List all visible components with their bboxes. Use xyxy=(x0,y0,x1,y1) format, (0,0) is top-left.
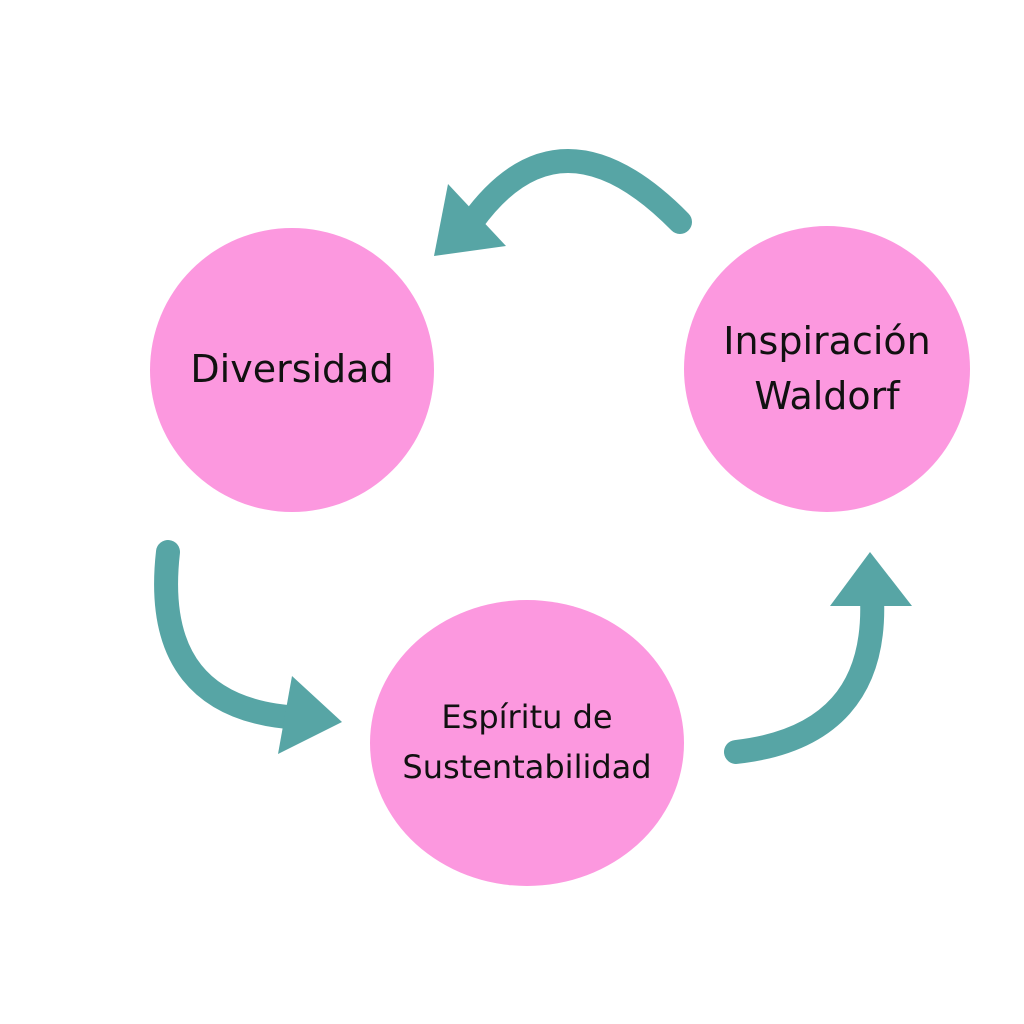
node-diversidad: Diversidad xyxy=(150,228,434,512)
arrow-diversidad-to-sustentabilidad xyxy=(154,540,342,754)
node-inspiracion-waldorf: Inspiración Waldorf xyxy=(684,226,970,512)
arrow-waldorf-to-diversidad xyxy=(434,149,692,256)
node-sustentabilidad-label-line1: Espíritu de xyxy=(441,698,613,737)
node-waldorf-label-line1: Inspiración xyxy=(723,318,931,363)
node-waldorf-label-line2: Waldorf xyxy=(754,374,900,418)
node-diversidad-label: Diversidad xyxy=(190,347,394,392)
node-sustentabilidad-label-line2: Sustentabilidad xyxy=(402,748,652,786)
node-espiritu-de-sustentabilidad: Espíritu de Sustentabilidad xyxy=(370,600,684,886)
arrow-sustentabilidad-to-waldorf xyxy=(724,552,912,764)
